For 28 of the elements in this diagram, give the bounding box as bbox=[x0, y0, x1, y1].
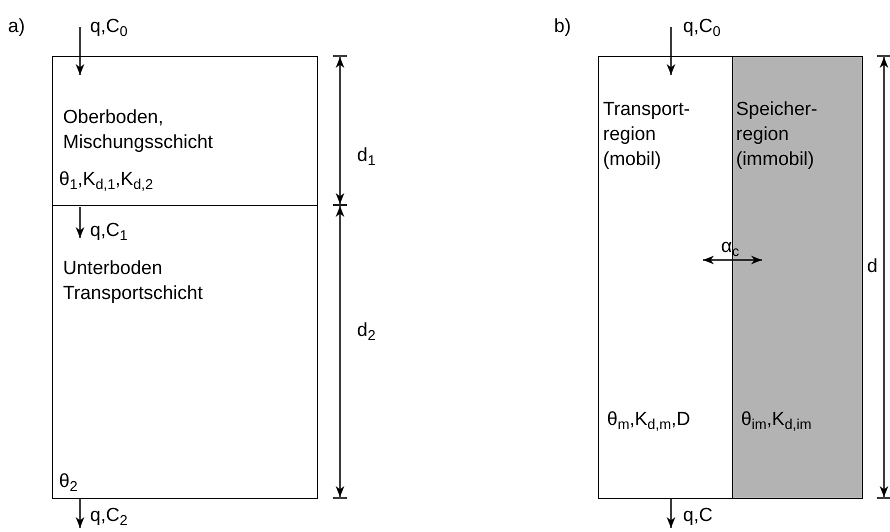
dimension-label: d$_{2}$ bbox=[357, 320, 376, 342]
parameter-label: θ$_{2}$ bbox=[59, 471, 78, 493]
layer-box bbox=[598, 56, 733, 499]
arrow bbox=[666, 499, 676, 528]
layer-label: Unterboden Transportschicht bbox=[63, 257, 204, 306]
layer-box bbox=[52, 205, 318, 499]
panel-label: b) bbox=[554, 16, 571, 38]
edge-label: q,C$_{0}$ bbox=[683, 16, 721, 38]
panel-label: a) bbox=[8, 16, 25, 38]
arrow bbox=[703, 256, 762, 264]
arrow bbox=[76, 27, 84, 75]
layer-box bbox=[732, 56, 863, 499]
edge-label: q,C bbox=[683, 505, 713, 527]
layer-label: Transport-region (mobil) bbox=[603, 98, 691, 172]
layer-label: Oberboden, Mischungsschicht bbox=[63, 106, 214, 155]
arrow bbox=[76, 499, 84, 528]
arrow bbox=[666, 27, 676, 75]
layer-label: Speicher-region (immobil) bbox=[736, 98, 818, 172]
parameter-label: θ$_{im}$,K$_{d,im}$ bbox=[741, 409, 812, 431]
parameter-label: θ$_{1}$,K$_{d,1}$,K$_{d,2}$ bbox=[59, 169, 154, 191]
dimension-label: d bbox=[867, 256, 878, 278]
layer-box bbox=[52, 56, 318, 206]
edge-label: q,C$_{1}$ bbox=[90, 220, 128, 242]
edge-label: q,C$_{2}$ bbox=[90, 505, 128, 527]
edge-label: q,C$_{0}$ bbox=[90, 16, 128, 38]
parameter-label: θ$_{m}$,K$_{d,m}$,D bbox=[607, 409, 690, 431]
arrow bbox=[76, 207, 84, 238]
dimension-label: d$_{1}$ bbox=[357, 145, 376, 167]
